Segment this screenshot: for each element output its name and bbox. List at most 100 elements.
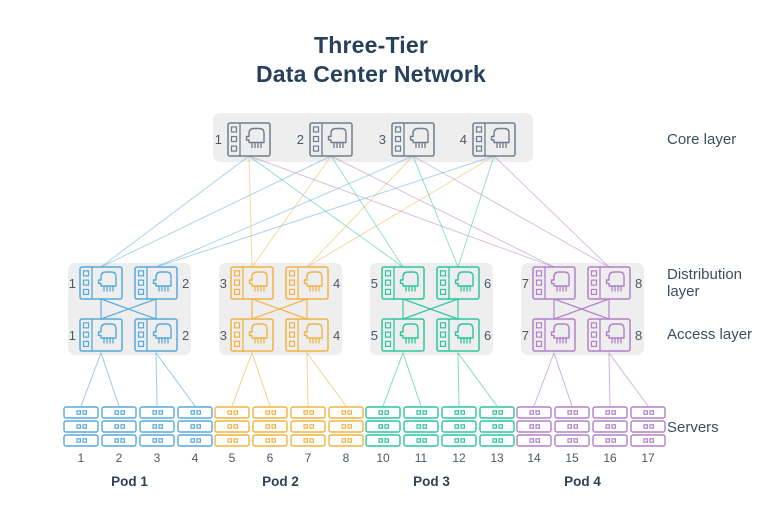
core-switch-icon <box>227 122 271 157</box>
server-rack-icon <box>252 406 288 447</box>
switch-number: 8 <box>635 276 642 291</box>
server-rack-icon <box>403 406 439 447</box>
core-distribution-link <box>412 155 610 268</box>
distribution-access-link <box>553 298 610 320</box>
access-server-link <box>382 352 404 407</box>
switch-number: 3 <box>220 276 227 291</box>
core-distribution-link <box>306 155 414 268</box>
server-rack-icon <box>479 406 515 447</box>
server-number: 12 <box>452 451 466 465</box>
access-server-link <box>100 352 120 407</box>
server-number: 5 <box>229 451 236 465</box>
distribution-access-link <box>251 298 308 320</box>
distribution-switch-icon <box>285 266 329 300</box>
access-server-link <box>608 352 649 407</box>
server-rack-icon <box>328 406 364 447</box>
title-line-2: Data Center Network <box>255 61 487 87</box>
core-distribution-link <box>100 155 332 268</box>
distribution-access-link <box>402 298 459 320</box>
access-server-link <box>457 352 460 407</box>
server-number: 14 <box>527 451 541 465</box>
switch-number: 7 <box>522 276 529 291</box>
server-number: 15 <box>565 451 579 465</box>
core-switch-number: 4 <box>460 132 467 147</box>
access-server-link <box>457 352 498 407</box>
switch-number: 7 <box>522 328 529 343</box>
distribution-switch-icon <box>436 266 480 300</box>
server-number: 10 <box>376 451 390 465</box>
core-distribution-link <box>251 155 332 268</box>
pod-label: Pod 3 <box>413 474 450 489</box>
server-number: 6 <box>267 451 274 465</box>
core-distribution-link <box>412 155 459 268</box>
access-switch-icon <box>532 318 576 352</box>
server-number: 4 <box>192 451 199 465</box>
distribution-switch-icon <box>230 266 274 300</box>
distribution-layer-label: Distribution layer <box>667 266 743 300</box>
server-number: 2 <box>116 451 123 465</box>
server-rack-icon <box>101 406 137 447</box>
access-server-link <box>231 352 253 407</box>
server-number: 7 <box>305 451 312 465</box>
access-server-link <box>251 352 271 407</box>
switch-number: 5 <box>371 276 378 291</box>
server-number: 8 <box>343 451 350 465</box>
access-switch-icon <box>230 318 274 352</box>
switch-number: 1 <box>69 328 76 343</box>
access-switch-icon <box>381 318 425 352</box>
access-layer-label: Access layer <box>667 326 753 343</box>
core-switch-icon <box>391 122 435 157</box>
switch-number: 2 <box>182 328 189 343</box>
diagram-title: Three-Tier Data Center Network <box>0 31 742 89</box>
access-server-link <box>533 352 555 407</box>
access-server-link <box>306 352 347 407</box>
core-distribution-link <box>155 155 495 268</box>
core-distribution-link <box>100 155 250 268</box>
access-server-link <box>155 352 158 407</box>
distribution-switch-icon <box>381 266 425 300</box>
access-server-link <box>608 352 611 407</box>
core-switch-number: 1 <box>215 132 222 147</box>
distribution-switch-icon <box>134 266 178 300</box>
access-switch-icon <box>134 318 178 352</box>
server-number: 16 <box>603 451 617 465</box>
core-layer-panel <box>213 113 533 162</box>
server-rack-icon <box>177 406 213 447</box>
access-switch-icon <box>587 318 631 352</box>
access-server-link <box>155 352 196 407</box>
switch-number: 2 <box>182 276 189 291</box>
server-rack-icon <box>290 406 326 447</box>
core-distribution-link <box>155 155 414 268</box>
distribution-switch-icon <box>587 266 631 300</box>
server-rack-icon <box>554 406 590 447</box>
core-distribution-link <box>457 155 495 268</box>
access-server-link <box>553 352 573 407</box>
server-rack-icon <box>63 406 99 447</box>
access-switch-icon <box>79 318 123 352</box>
pod-label: Pod 4 <box>564 474 601 489</box>
distribution-switch-icon <box>532 266 576 300</box>
core-distribution-link <box>248 155 253 268</box>
core-switch-number: 2 <box>297 132 304 147</box>
distribution-access-link <box>100 298 157 320</box>
switch-number: 6 <box>484 276 491 291</box>
server-rack-icon <box>630 406 666 447</box>
core-distribution-link <box>248 155 555 268</box>
access-switch-icon <box>285 318 329 352</box>
server-rack-icon <box>592 406 628 447</box>
core-distribution-link <box>330 155 404 268</box>
pod-label: Pod 1 <box>111 474 148 489</box>
core-switch-icon <box>309 122 353 157</box>
access-server-link <box>80 352 102 407</box>
server-number: 1 <box>78 451 85 465</box>
switch-number: 3 <box>220 328 227 343</box>
switch-number: 4 <box>333 328 340 343</box>
servers-label: Servers <box>667 419 719 436</box>
access-server-link <box>402 352 422 407</box>
access-server-link <box>306 352 309 407</box>
switch-number: 5 <box>371 328 378 343</box>
switch-number: 6 <box>484 328 491 343</box>
access-switch-icon <box>436 318 480 352</box>
switch-number: 8 <box>635 328 642 343</box>
